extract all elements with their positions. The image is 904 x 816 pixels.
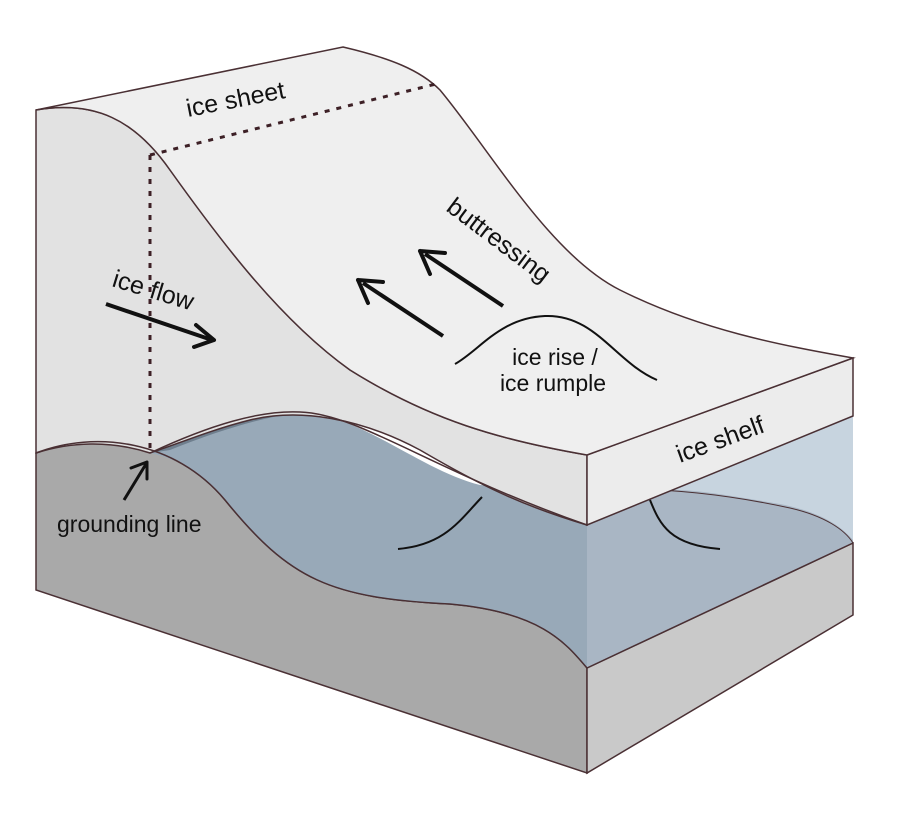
ice-rise-base-left [397,496,483,550]
ocean-front-face [150,411,587,668]
buttressing-arrow-2 [418,249,505,308]
label-ice-rise-line2: ice rumple [500,370,606,396]
bedrock-surface-outline [35,440,854,669]
ocean-cavity-right [650,416,853,540]
buttressing-arrow-1 [356,278,445,338]
grounding-line-arrow [122,460,149,501]
label-ice-rise-line1: ice rise / [512,344,598,370]
dotted-section-line-top [149,81,441,157]
label-grounding-line: grounding line [57,511,202,537]
ice-flow-arrow [105,302,216,349]
ice-base-curve [149,411,588,526]
ice-rise-base-right [649,499,721,550]
ocean-shadow [150,412,300,453]
ice-rise-bump [454,314,658,381]
